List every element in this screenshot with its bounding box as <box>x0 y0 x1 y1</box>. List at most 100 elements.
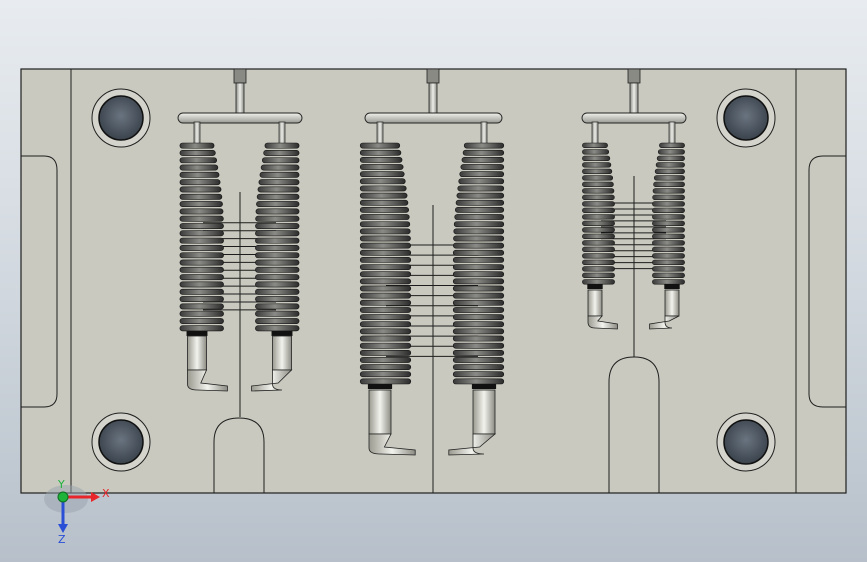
bellows-rib <box>179 208 224 215</box>
bellows-rib <box>652 272 685 278</box>
bellows-rib <box>452 278 505 285</box>
bellows-rib <box>255 296 300 303</box>
bellows-rib <box>452 378 505 385</box>
bellows-sleeve <box>187 335 207 371</box>
right-bellows-cavity[interactable] <box>581 68 687 330</box>
bellows-sleeve <box>272 335 292 371</box>
bellows-rib <box>263 150 300 156</box>
bellows-rib <box>359 371 412 378</box>
sprue-stem <box>428 82 438 115</box>
runner-drop <box>480 121 488 146</box>
bellows-rib <box>652 188 685 194</box>
bellows-rib <box>462 149 505 156</box>
bellows-rib <box>359 185 407 192</box>
bellows-rib <box>582 168 613 174</box>
bellows-rib <box>460 164 505 170</box>
guide-pin-hole-icon[interactable] <box>91 88 151 148</box>
bellows-rib <box>359 278 412 285</box>
bellows-rib <box>179 303 224 310</box>
guide-pin-hole-icon[interactable] <box>716 88 776 148</box>
bellows-rib <box>582 162 612 168</box>
bellows-rib <box>655 162 685 168</box>
bellows-rib <box>179 150 216 156</box>
bellows-foot <box>587 315 618 330</box>
bellows-rib <box>359 349 412 356</box>
bellows-rib <box>582 175 614 181</box>
bellows-rib <box>179 164 219 171</box>
bellows-rib <box>256 193 300 200</box>
bellows-part[interactable] <box>359 142 416 456</box>
bellows-rib <box>652 259 685 265</box>
bellows-rib <box>255 281 300 288</box>
left-bellows-cavity[interactable] <box>177 68 303 392</box>
bellows-rib <box>652 233 685 239</box>
bellows-rib <box>654 168 685 174</box>
bellows-rib <box>452 307 505 313</box>
bellows-foot <box>649 315 680 330</box>
guide-pin-hole-icon[interactable] <box>716 412 776 472</box>
bellows-rib <box>359 271 412 278</box>
bellows-rib <box>359 171 405 178</box>
bellows-rib <box>359 199 409 206</box>
bellows-rib <box>179 179 221 186</box>
bellows-rib <box>652 194 685 200</box>
bellows-rib <box>452 299 505 306</box>
bellows-rib <box>179 157 217 164</box>
bellows-rib <box>359 342 412 349</box>
sprue-stem <box>235 82 245 115</box>
bellows-rib <box>452 371 505 378</box>
bellows-rib <box>452 264 505 270</box>
bellows-rib <box>452 257 505 263</box>
bellows-rib <box>452 285 505 292</box>
bellows-rib <box>455 207 505 213</box>
sprue-bushing <box>627 68 641 84</box>
sprue-bushing <box>233 68 247 84</box>
bellows-rib <box>255 325 300 332</box>
bellows-rib <box>582 207 615 213</box>
bellows-rib <box>359 328 412 335</box>
bellows-rib <box>652 201 685 207</box>
bellows-part[interactable] <box>582 142 618 330</box>
bellows-part[interactable] <box>649 142 685 330</box>
bellows-rib <box>582 240 615 246</box>
bellows-rib <box>255 288 300 295</box>
cavity-group <box>177 68 687 456</box>
bellows-rib <box>179 318 224 324</box>
bellows-rib <box>452 242 505 249</box>
bellows-rib <box>452 328 505 335</box>
bellows-rib <box>256 201 300 208</box>
bellows-rib <box>179 288 224 295</box>
bellows-rib <box>359 221 411 228</box>
bellows-rib <box>179 274 224 281</box>
bellows-sleeve <box>664 289 680 317</box>
bellows-rib <box>582 253 615 259</box>
bellows-rib <box>179 230 224 237</box>
bellows-rib <box>255 252 300 259</box>
guide-pin-hole-icon[interactable] <box>91 412 151 472</box>
runner-drop <box>278 121 286 146</box>
bellows-rib <box>359 314 412 320</box>
mold-plate[interactable] <box>20 68 847 494</box>
bellows-rib <box>582 181 614 187</box>
bellows-rib <box>359 214 410 220</box>
bellows-rib <box>463 142 505 149</box>
bellows-rib <box>359 257 412 263</box>
bellows-rib <box>255 208 300 215</box>
bellows-rib <box>452 342 505 349</box>
bellows-rib <box>359 285 412 292</box>
bellows-rib <box>452 271 505 278</box>
center-bellows-cavity[interactable] <box>359 68 505 456</box>
bellows-rib <box>452 321 505 328</box>
bellows-part[interactable] <box>251 142 300 392</box>
bellows-rib <box>179 325 224 332</box>
bellows-rib <box>652 266 685 272</box>
bellows-part[interactable] <box>448 142 505 456</box>
bellows-foot <box>251 369 293 392</box>
runner-bar <box>364 112 503 124</box>
bellows-part[interactable] <box>179 142 228 392</box>
bellows-rib <box>359 235 411 242</box>
bellows-rib <box>653 181 685 187</box>
bellows-rib <box>582 188 615 194</box>
bellows-rib <box>255 237 300 244</box>
